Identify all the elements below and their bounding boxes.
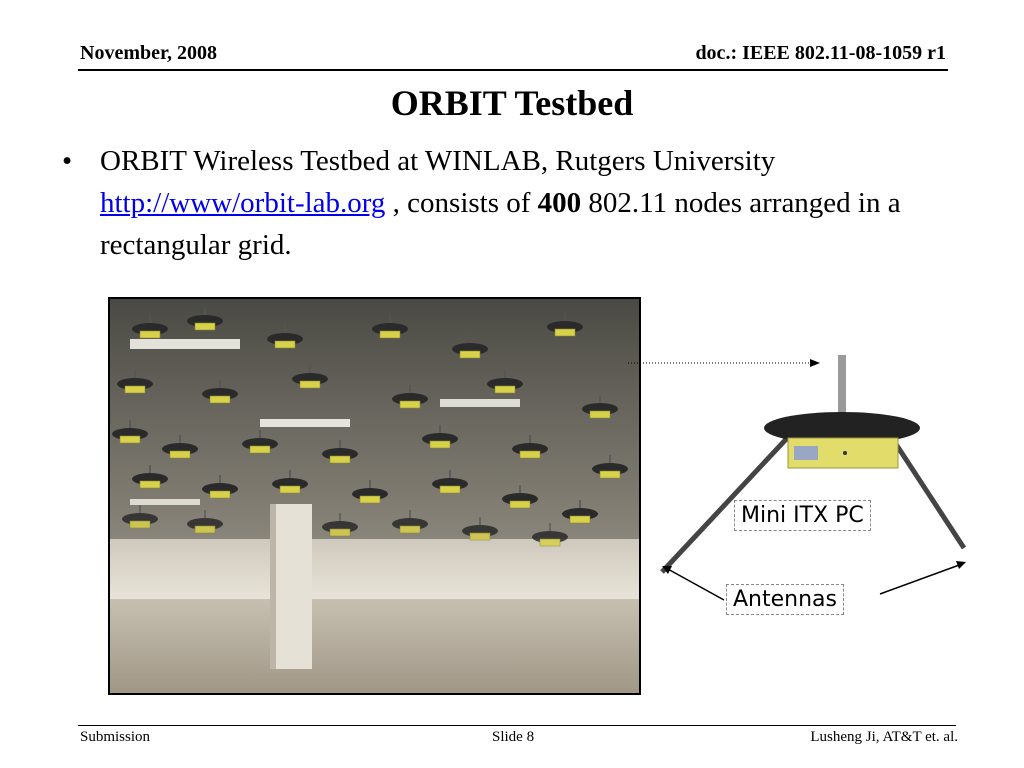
bullet-text-mid: , consists of [385, 187, 538, 219]
bullet-marker: • [62, 145, 73, 177]
header-doc-id: doc.: IEEE 802.11-08-1059 r1 [695, 42, 946, 64]
bullet-text: ORBIT Wireless Testbed at WINLAB, Rutger… [100, 140, 1000, 266]
footer-divider [78, 725, 956, 726]
node-closeup-illustration [660, 355, 967, 574]
node-closeup [640, 350, 970, 590]
node-count: 400 [537, 187, 582, 219]
footer-slide-number: Slide 8 [492, 729, 535, 745]
mini-itx-label: Mini ITX PC [734, 500, 871, 531]
bullet-text-end: 802.11 nodes arranged in a rectangular g… [100, 187, 901, 261]
footer-authors: Lusheng Ji, AT&T et. al. [810, 729, 958, 745]
slide-title: ORBIT Testbed [390, 83, 634, 123]
antennas-label: Antennas [726, 584, 844, 615]
footer-submission: Submission [80, 729, 151, 745]
testbed-photo [108, 297, 641, 695]
orbit-lab-link[interactable]: http://www/orbit-lab.org [100, 187, 386, 219]
header-date: November, 2008 [80, 42, 218, 64]
header-divider [78, 69, 948, 71]
testbed-photo-illustration [110, 299, 639, 693]
bullet-text-start: ORBIT Wireless Testbed at WINLAB, Rutger… [100, 145, 776, 177]
